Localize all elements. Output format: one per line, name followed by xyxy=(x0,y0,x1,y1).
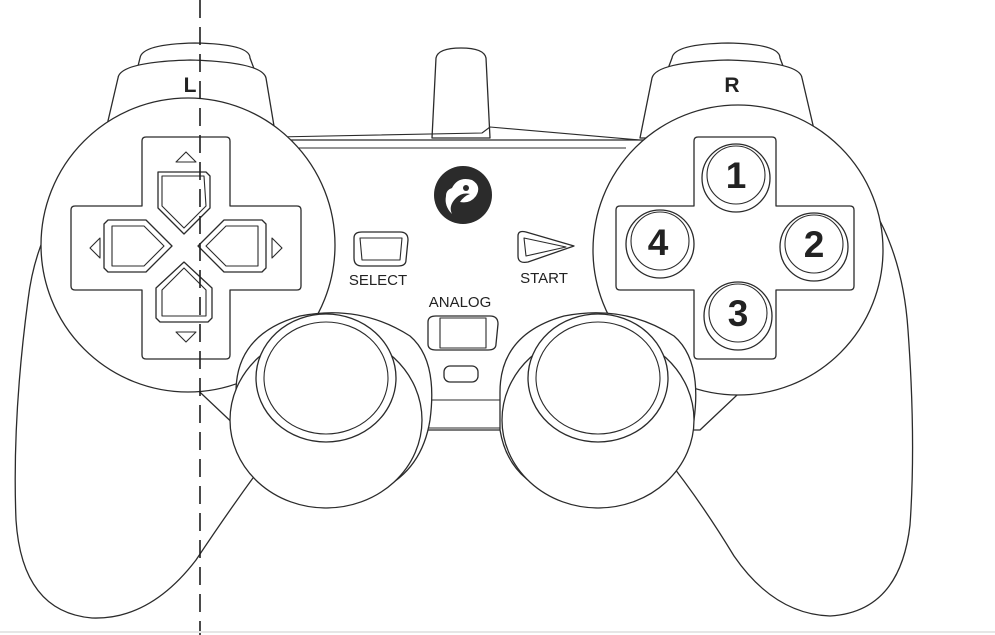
face-button-cluster: 1 2 3 4 xyxy=(615,136,855,360)
arrow-left-icon xyxy=(89,237,101,259)
start-label: START xyxy=(520,270,568,287)
arrow-down-icon xyxy=(175,331,197,343)
arrow-up-icon xyxy=(175,151,197,163)
face-button-2-label: 2 xyxy=(804,224,825,265)
shoulder-label-left: L xyxy=(184,74,197,97)
face-button-1[interactable]: 1 xyxy=(701,143,771,213)
cable xyxy=(431,47,491,139)
analog-label: ANALOG xyxy=(429,294,492,311)
d-pad-left-button[interactable] xyxy=(103,219,173,273)
select-button[interactable] xyxy=(353,231,409,267)
face-button-2[interactable]: 2 xyxy=(779,212,849,282)
d-pad xyxy=(70,136,302,360)
face-button-4-label: 4 xyxy=(648,222,669,263)
face-button-3[interactable]: 3 xyxy=(703,281,773,351)
right-analog-stick[interactable] xyxy=(499,312,697,509)
d-pad-up-button[interactable] xyxy=(157,171,211,235)
analog-led xyxy=(443,365,479,383)
arrow-right-icon xyxy=(271,237,283,259)
face-button-1-label: 1 xyxy=(726,155,747,196)
face-button-3-label: 3 xyxy=(728,293,749,334)
d-pad-down-button[interactable] xyxy=(155,261,213,323)
brand-logo-icon xyxy=(434,166,492,224)
start-button[interactable] xyxy=(517,230,575,264)
d-pad-right-button[interactable] xyxy=(197,219,267,273)
face-button-4[interactable]: 4 xyxy=(625,209,695,279)
analog-button[interactable] xyxy=(427,315,499,351)
shoulder-label-right: R xyxy=(724,74,739,97)
left-analog-stick[interactable] xyxy=(229,312,433,509)
select-label: SELECT xyxy=(349,272,407,289)
